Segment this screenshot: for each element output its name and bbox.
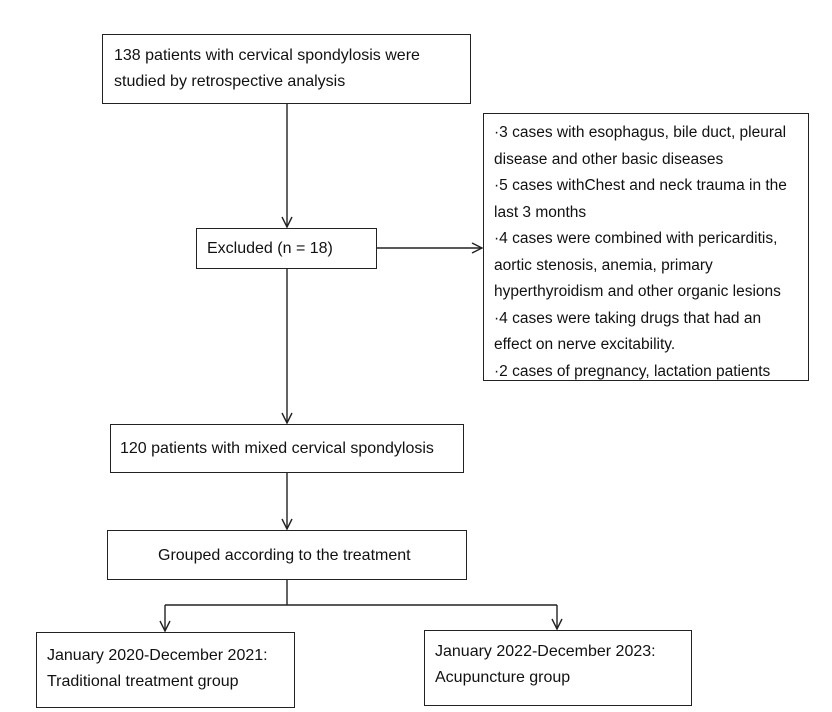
exclusion-reason-line: ·3 cases with esophagus, bile duct, pleu… xyxy=(494,124,787,141)
exclusion-reason-line: ·4 cases were taking drugs that had an xyxy=(494,309,762,327)
exclusion-reason-line: aortic stenosis, anemia, primary xyxy=(494,256,713,274)
mixed-patients-box: 120 patients with mixed cervical spondyl… xyxy=(110,424,464,473)
initial-patients-line-1: 138 patients with cervical spondylosis w… xyxy=(114,47,420,64)
exclusion-reasons-box: ·3 cases with esophagus, bile duct, pleu… xyxy=(483,113,809,381)
traditional-group-name: Traditional treatment group xyxy=(47,673,239,690)
exclusion-reason-line: last 3 months xyxy=(494,203,587,221)
initial-patients-box: 138 patients with cervical spondylosis w… xyxy=(102,34,471,104)
traditional-group-period: January 2020-December 2021: xyxy=(47,647,268,664)
exclusion-reason-line: disease and other basic diseases xyxy=(494,150,724,168)
exclusion-reason-line: hyperthyroidism and other organic lesion… xyxy=(494,283,781,300)
exclusion-reason-line: ·5 cases withChest and neck trauma in th… xyxy=(494,177,787,194)
exclusion-reason-line: ·4 cases were combined with pericarditis… xyxy=(494,230,778,247)
grouping-label: Grouped according to the treatment xyxy=(158,547,411,564)
grouping-box: Grouped according to the treatment xyxy=(107,530,467,580)
acupuncture-group-box: January 2022-December 2023: Acupuncture … xyxy=(424,630,692,706)
excluded-label: Excluded (n = 18) xyxy=(207,240,333,257)
traditional-group-box: January 2020-December 2021: Traditional … xyxy=(36,632,295,708)
initial-patients-line-2: studied by retrospective analysis xyxy=(114,73,346,90)
mixed-patients-label: 120 patients with mixed cervical spondyl… xyxy=(120,440,434,457)
excluded-box: Excluded (n = 18) xyxy=(196,228,377,269)
acupuncture-group-period: January 2022-December 2023: xyxy=(435,643,656,660)
acupuncture-group-name: Acupuncture group xyxy=(435,669,571,686)
exclusion-reason-line: effect on nerve excitability. xyxy=(494,336,676,353)
exclusion-reason-line: ·2 cases of pregnancy, lactation patient… xyxy=(494,362,771,380)
